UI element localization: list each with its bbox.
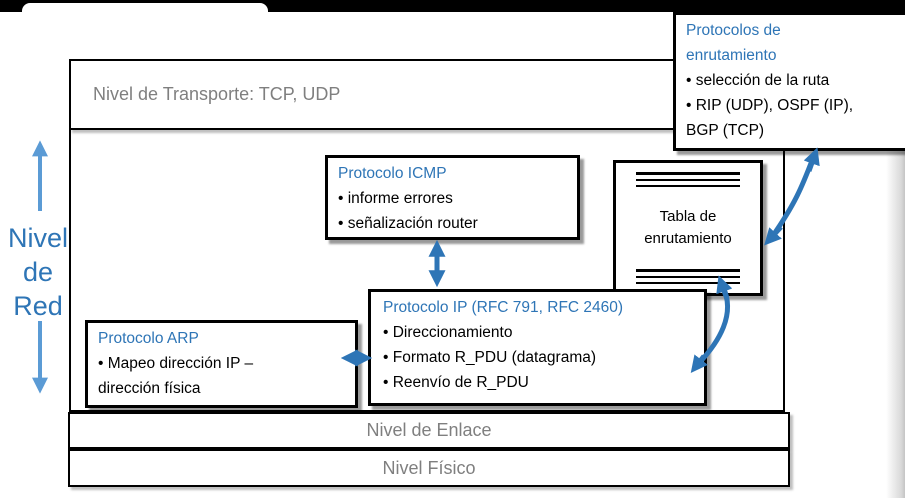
network-layer-side-label: Nivel de Red xyxy=(0,221,76,323)
icmp-bullet: • informe errores xyxy=(338,190,453,207)
routing-table-label-line: enrutamiento xyxy=(644,230,732,247)
arp-title: Protocolo ARP xyxy=(98,330,199,347)
ip-bullet: • Reenvío de R_PDU xyxy=(383,374,529,391)
arp-bullet: dirección física xyxy=(98,380,201,397)
ip-bullet: • Formato R_PDU (datagrama) xyxy=(383,349,597,366)
icmp-bullet: • señalización router xyxy=(338,215,478,232)
arp-bullet: • Mapeo dirección IP – xyxy=(98,355,254,372)
transport-layer-box: Nivel de Transporte: TCP, UDP xyxy=(69,59,785,130)
routing-protocols-bullet: • RIP (UDP), OSPF (IP), xyxy=(686,97,854,114)
ip-protocol-box: Protocolo IP (RFC 791, RFC 2460) • Direc… xyxy=(368,289,707,406)
routing-protocols-box: Protocolos de enrutamiento • selección d… xyxy=(673,12,905,151)
link-layer-label: Nivel de Enlace xyxy=(366,420,492,440)
side-label-line: de xyxy=(22,257,54,287)
table-lines-icon xyxy=(636,172,740,187)
physical-layer-label: Nivel Físico xyxy=(382,457,476,478)
network-layer-box xyxy=(69,128,785,412)
routing-protocols-title: enrutamiento xyxy=(686,47,777,64)
slide-rounded-tab xyxy=(22,3,268,12)
routing-table-label: Tabla de enrutamiento xyxy=(644,187,732,269)
icmp-title: Protocolo ICMP xyxy=(338,165,447,182)
routing-table-label-line: Tabla de xyxy=(659,208,717,225)
side-label-line: Red xyxy=(13,291,63,321)
link-layer-box: Nivel de Enlace xyxy=(68,412,790,449)
routing-protocols-table-arrow-head xyxy=(803,147,820,172)
icmp-protocol-box: Protocolo ICMP • informe errores • señal… xyxy=(325,155,580,240)
right-edge-shadow xyxy=(886,150,905,498)
ip-title: Protocolo IP (RFC 791, RFC 2460) xyxy=(383,299,624,316)
routing-table-box: Tabla de enrutamiento xyxy=(613,160,763,296)
transport-layer-label: Nivel de Transporte: TCP, UDP xyxy=(93,84,341,104)
side-label-line: Nivel xyxy=(7,223,68,253)
routing-protocols-title: Protocolos de xyxy=(686,22,781,39)
table-lines-icon xyxy=(636,269,740,284)
arp-protocol-box: Protocolo ARP • Mapeo dirección IP – dir… xyxy=(85,320,358,408)
physical-layer-box: Nivel Físico xyxy=(68,449,790,487)
routing-protocols-bullet: BGP (TCP) xyxy=(686,122,765,139)
routing-protocols-bullet: • selección de la ruta xyxy=(686,72,830,89)
ip-bullet: • Direccionamiento xyxy=(383,324,513,341)
